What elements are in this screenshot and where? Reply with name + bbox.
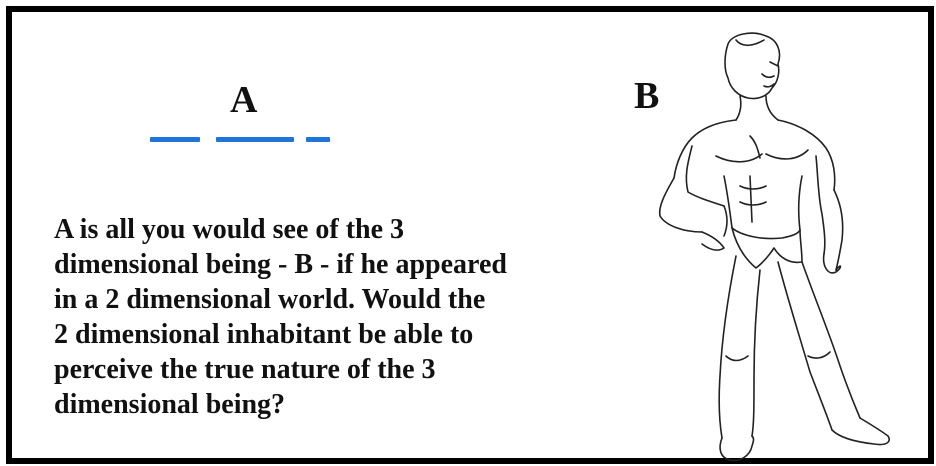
cross-section-dash	[216, 137, 294, 142]
cross-section-dash	[150, 137, 200, 142]
caption-line: 2 dimensional inhabitant be able to	[54, 319, 474, 350]
caption: A is all you would see of the 3 dimensio…	[54, 212, 644, 422]
caption-line: dimensional being - B - if he appeared	[54, 249, 507, 280]
diagram-frame: A A is all you would see of the 3 dimens…	[6, 6, 934, 464]
caption-line: dimensional being?	[54, 389, 286, 420]
cross-section-dash	[306, 137, 330, 142]
three-dimensional-figure-drawing	[658, 32, 890, 462]
label-a: A	[230, 79, 258, 121]
cross-section-line	[150, 134, 340, 144]
caption-line: A is all you would see of the 3	[54, 214, 405, 245]
caption-line: perceive the true nature of the 3	[54, 354, 436, 385]
caption-line: in a 2 dimensional world. Would the	[54, 284, 486, 315]
label-b: B	[634, 75, 660, 117]
